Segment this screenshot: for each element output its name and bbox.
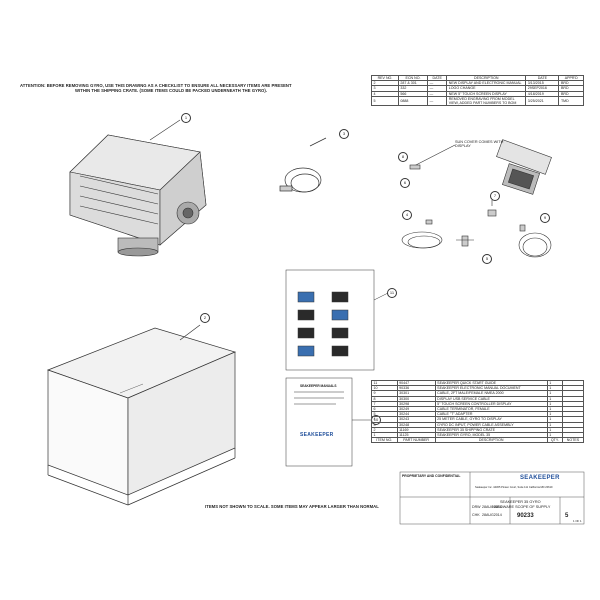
callout-8: 8: [398, 152, 408, 162]
drawing-title-line1: SEAKEEPER 35 GYRO: [500, 500, 541, 504]
callout-3: 3: [339, 129, 349, 139]
callout-2: 2: [200, 313, 210, 323]
checked-date: 28AUG2014: [482, 513, 502, 517]
company-logo: SEAKEEPER: [520, 475, 560, 481]
rev-cell: 4/18/2019: [525, 90, 560, 97]
drawing-title-line2: HARDWARE SCOPE OF SUPPLY: [492, 505, 551, 509]
callout-7: 7: [490, 191, 500, 201]
attention-note-line2: WITHIN THE SHIPPING CRATE. (SOME ITEMS C…: [75, 88, 268, 93]
attention-note: ATTENTION: BEFORE REMOVING GYRO, USE THI…: [20, 83, 400, 93]
bom-table: 11 90447 SEAKEEPER QUICK START GUIDE 1 1…: [371, 379, 585, 444]
bom-header-cell: QTY.: [546, 437, 563, 444]
crate-illustration: [46, 324, 237, 506]
callout-5: 5: [482, 254, 492, 264]
revision-row: 3 332 — LOGO CHANGE 29SEP2016 BRD: [371, 85, 584, 92]
bom-row: 7 30298 5" TOUCH SCREEN CONTROLLER DISPL…: [371, 400, 585, 408]
bom-row: 4 30243 25 METER CABLE, GYRO TO DISPLAY …: [371, 416, 585, 423]
drawing-number: 90233: [517, 513, 534, 519]
bom-row: 10 90336 SEAKEEPER ELECTRONIC MANUAL DOC…: [371, 385, 585, 392]
rev-header-cell: ECN NO.: [397, 74, 429, 82]
drawn-label: DRW: [472, 505, 481, 509]
bom-table-header: ITEM NO. PART NUMBER DESCRIPTION QTY. NO…: [371, 437, 585, 444]
bom-row: 3 30248 GYRO DC INPUT, POWER CABLE ASSEM…: [371, 421, 585, 428]
rev-cell: —: [427, 95, 448, 107]
rev-header-cell: DATE: [427, 74, 448, 82]
attention-note-line1: ATTENTION: BEFORE REMOVING GYRO, USE THI…: [20, 83, 292, 88]
revision-table: REV NO. ECN NO. DATE DESCRIPTION DATE AP…: [371, 74, 584, 107]
sheet-number: 1 OF 1: [573, 519, 582, 523]
bom-header-cell: DESCRIPTION: [434, 437, 548, 444]
revision-number: 5: [565, 513, 569, 519]
bom-header-cell: NOTES: [561, 437, 585, 444]
rev-cell: 3/25/2021: [525, 95, 560, 107]
callout-6: 6: [400, 178, 410, 188]
revision-table-header: REV NO. ECN NO. DATE DESCRIPTION DATE AP…: [371, 74, 584, 82]
bom-header-cell: ITEM NO.: [371, 437, 398, 444]
company-address: Seakeeper Inc. 44365 Pinsen Court, Suite…: [475, 486, 553, 489]
manual-cover-title: SEAKEEPER MANUALS: [300, 384, 337, 388]
proprietary-heading: PROPRIETARY AND CONFIDENTIAL: [402, 474, 461, 478]
revision-row: 5 0888 — REMOVED ENGRAVING FROM MODEL VI…: [371, 95, 584, 107]
callout-9: 9: [540, 213, 550, 223]
checked-label: CHK: [472, 513, 480, 517]
rev-header-cell: APPR'D: [558, 74, 584, 82]
quick-start-guide-illustration: [285, 269, 391, 371]
display-kit-illustration: [401, 139, 552, 258]
bom-row: 9 30301 CABLE, 2FT MALE/FEMALE NMEA 2000…: [371, 390, 585, 397]
bom-header-cell: PART NUMBER: [396, 437, 436, 444]
rev-cell: TMD: [558, 95, 584, 107]
bom-row: 2 11169 SEAKEEPER 35 SHIPPING CRATE 1: [371, 426, 585, 434]
rev-cell: 3/13/2015: [525, 80, 560, 87]
manual-cover-brand: SEAKEEPER: [300, 432, 334, 438]
gyro-illustration: [69, 119, 207, 257]
electronic-manual-illustration: [285, 377, 375, 467]
rev-cell: 29SEP2016: [525, 85, 560, 92]
drawn-date: 28AUG2014: [482, 505, 502, 509]
rev-cell: 287 & 301: [397, 80, 429, 87]
callout-1: 1: [181, 113, 191, 123]
rev-cell: 0888: [397, 95, 429, 107]
rev-header-cell: DATE: [525, 74, 560, 82]
callout-4: 4: [402, 210, 412, 220]
power-cable-illustration: [279, 137, 327, 193]
title-block-frame: [399, 471, 585, 525]
scale-note: ITEMS NOT SHOWN TO SCALE. SOME ITEMS MAY…: [205, 504, 379, 509]
sun-cover-note: SUN COVER COMES WITH DISPLAY: [455, 140, 504, 148]
callout-11: 11: [387, 288, 397, 298]
